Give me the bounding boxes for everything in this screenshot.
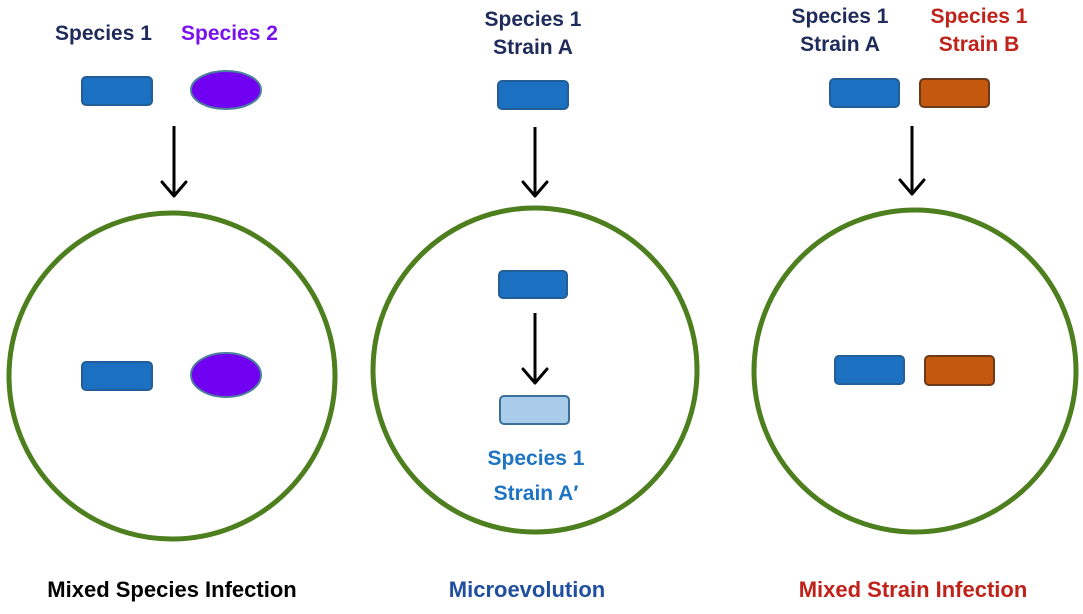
species1-label: Species 1 [792,5,889,28]
strainB-label: Strain B [939,33,1020,56]
species2-bacterium-inside [190,352,262,398]
species1-label-b: Species 1 [931,5,1028,28]
species1-label: Species 1 [485,8,582,31]
species1-bacterium [81,76,153,106]
strainA-bacterium-inside [498,270,568,299]
strainAprime-label: Strain A′ [494,482,579,505]
host-circle [370,205,700,535]
down-arrow [521,127,549,198]
down-arrow [898,126,926,196]
species2-bacterium [190,70,262,110]
species1-bacterium-inside [81,361,153,391]
strainB-bacterium [919,78,990,108]
panel-microevolution: Species 1 Strain A Species 1 Strain A′ M… [370,8,700,602]
panel-caption: Mixed Species Infection [47,577,296,602]
strainA-bacterium [497,80,569,110]
panel-caption: Mixed Strain Infection [799,577,1028,602]
strainAprime-bacterium [499,395,570,425]
strainA-bacterium-inside [834,355,905,385]
strainA-bacterium [829,78,900,108]
strainA-label: Strain A [493,36,573,59]
panel-caption: Microevolution [449,577,605,602]
species2-label: Species 2 [181,22,278,45]
strainB-bacterium-inside [924,355,995,386]
down-arrow-inside [521,313,549,385]
host-circle [6,210,338,542]
strainA-label: Strain A [800,33,880,56]
species1-label: Species 1 [55,22,152,45]
panel-mixed-strain: Species 1 Strain A Species 1 Strain B Mi… [751,5,1079,602]
species1-inner-label: Species 1 [488,447,585,470]
panel-mixed-species: Species 1 Species 2 Mixed Species Infect… [6,22,338,602]
host-circle [751,207,1079,535]
down-arrow [160,126,188,198]
